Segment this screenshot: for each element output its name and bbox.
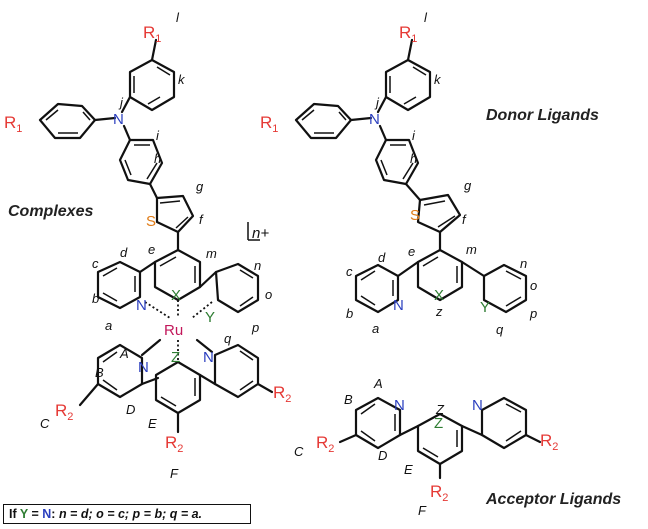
title-complexes: Complexes: [8, 203, 93, 220]
acceptor-label-F: F: [418, 503, 427, 518]
atom-Z-left: Z: [171, 349, 180, 366]
acceptor-r2-bottom: R2: [430, 482, 448, 504]
donor-label-o: o: [530, 278, 537, 293]
donor-label-n: n: [520, 256, 527, 271]
label-b-left: b: [92, 291, 99, 306]
donor-atom-Y: Y: [480, 299, 490, 316]
donor-label-g: g: [464, 178, 472, 193]
acceptor-label-Z: Z: [435, 402, 445, 417]
donor-label-d: d: [378, 250, 386, 265]
r2-group-bottom-left: R2: [55, 401, 73, 423]
donor-label-p: p: [529, 306, 537, 321]
label-c-left: c: [92, 256, 99, 271]
donor-atom-X: X: [434, 287, 444, 304]
label-F-left: F: [170, 466, 179, 481]
phenyl-ring-top: [128, 58, 176, 112]
title-acceptor-ligands: Acceptor Ligands: [485, 491, 621, 508]
donor-label-l: l: [424, 10, 428, 25]
label-n-left: n: [254, 258, 261, 273]
label-o-left: o: [265, 287, 272, 302]
legend-note: If Y = N: n = d; o = c; p = b; q = a.: [3, 504, 251, 524]
pyridine-ring-bottom-right: [213, 343, 260, 399]
acceptor-pyridine-left: [354, 396, 402, 450]
label-l-left: l: [176, 10, 180, 25]
label-m-left: m: [206, 246, 217, 261]
donor-label-k: k: [434, 72, 442, 87]
donor-label-c: c: [346, 264, 353, 279]
r2-group-bottom-center: R2: [165, 433, 183, 455]
label-i-left: i: [156, 128, 160, 143]
donor-phenyl-top: [384, 58, 432, 112]
label-B-left: B: [95, 365, 104, 380]
acceptor-ligand-structure: [338, 396, 542, 480]
label-C-left: C: [40, 416, 50, 431]
donor-label-i: i: [412, 128, 416, 143]
atom-Y-left: Y: [205, 309, 215, 326]
donor-thiophene: [416, 193, 462, 234]
donor-label-f: f: [462, 212, 467, 227]
acceptor-pyridine-right: [480, 396, 528, 450]
title-donor-ligands: Donor Ligands: [486, 107, 599, 124]
r1-group-left: R1: [4, 113, 22, 135]
donor-label-j: j: [374, 95, 380, 110]
label-k-left: k: [178, 72, 186, 87]
atom-N-pyridine-left: N: [136, 297, 147, 314]
acceptor-label-A: A: [373, 376, 383, 391]
central-ring-lower: [154, 360, 202, 415]
acceptor-label-D: D: [378, 448, 387, 463]
thiophene-ring: [155, 194, 195, 234]
pyridine-ring-left: [96, 260, 142, 310]
donor-r1-left: R1: [260, 113, 278, 135]
acceptor-r2-left: R2: [316, 433, 334, 455]
label-a-left: a: [105, 318, 112, 333]
pyridine-ring-bottom-left: [96, 343, 144, 399]
label-d-left: d: [120, 245, 128, 260]
donor-ligand-structure: [294, 38, 528, 314]
atom-N-pyridine-bottom-left: N: [138, 359, 149, 376]
donor-label-z: z: [435, 304, 443, 319]
acceptor-atom-N-left: N: [394, 397, 405, 414]
atom-Ru: Ru: [164, 322, 183, 339]
acceptor-label-E: E: [404, 462, 413, 477]
label-e-left: e: [148, 242, 155, 257]
acceptor-r2-right: R2: [540, 431, 558, 453]
donor-atom-S: S: [410, 207, 420, 224]
label-D-left: D: [126, 402, 135, 417]
acceptor-atom-N-right: N: [472, 397, 483, 414]
donor-atom-N-amine: N: [369, 111, 380, 128]
donor-pyridine-left: [354, 263, 400, 314]
acceptor-atom-Z: Z: [434, 415, 443, 432]
donor-label-a: a: [372, 321, 379, 336]
atom-N-pyridine-bottom-right: N: [203, 349, 214, 366]
label-g-left: g: [196, 179, 204, 194]
donor-label-e: e: [408, 244, 415, 259]
donor-aryl-right: [482, 263, 528, 314]
label-f-left: f: [199, 212, 204, 227]
acceptor-label-C: C: [294, 444, 304, 459]
label-E-left: E: [148, 416, 157, 431]
donor-label-m: m: [466, 242, 477, 257]
r2-group-bottom-right: R2: [273, 383, 291, 405]
label-j-left: j: [118, 95, 124, 110]
acceptor-label-B: B: [344, 392, 353, 407]
donor-label-b: b: [346, 306, 353, 321]
label-p-left: p: [251, 320, 259, 335]
charge-label: n+: [252, 225, 269, 242]
donor-label-h: h: [410, 151, 417, 166]
atom-X-left: X: [171, 287, 181, 304]
label-h-left: h: [154, 151, 161, 166]
label-A-left: A: [119, 346, 129, 361]
atom-N-amine-left: N: [113, 111, 124, 128]
donor-r1-top: R1: [399, 23, 417, 45]
r1-group-top-left: R1: [143, 23, 161, 45]
label-q-left: q: [224, 331, 232, 346]
aryl-ring-right: [214, 262, 260, 314]
atom-S-left: S: [146, 213, 156, 230]
donor-label-q: q: [496, 322, 504, 337]
complex-structure: [38, 38, 274, 434]
donor-atom-N-pyridine: N: [393, 297, 404, 314]
